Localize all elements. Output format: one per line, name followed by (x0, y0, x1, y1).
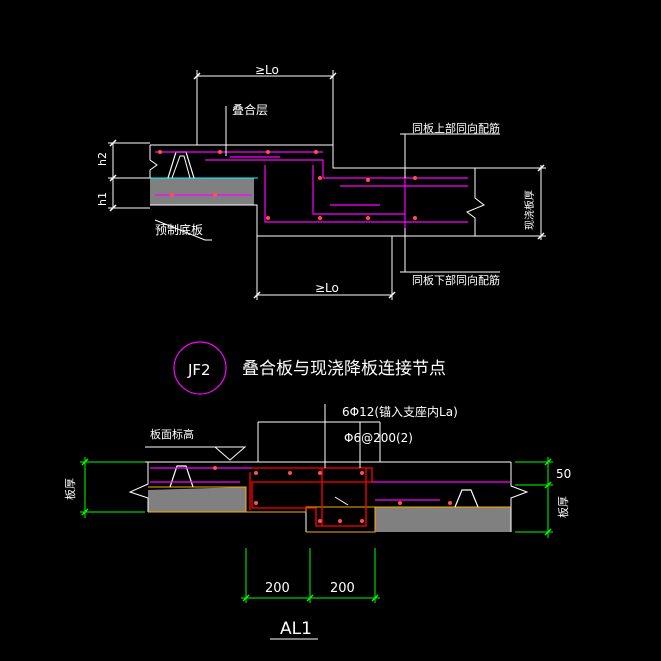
top-rebar-label: 同板上部同向配筋 (412, 121, 500, 135)
top-detail: ≥Lo ≥Lo 叠合层 h2 h1 预制底板 同板上部同向配筋 同板下部同向配筋… (96, 63, 546, 300)
dim-50-text: 50 (556, 467, 571, 481)
interface-line (148, 486, 511, 513)
top-rebar-dots (158, 150, 417, 220)
top-dimensions (108, 70, 546, 300)
break-mark-right (465, 168, 485, 236)
precast-slab-fill (150, 178, 254, 205)
detail-tag-circle (173, 341, 227, 395)
top-dim-ticks (109, 72, 545, 299)
detail-code: JF2 (187, 361, 211, 379)
h1-label: h1 (96, 192, 109, 206)
beam-stirrups (249, 467, 373, 527)
lattice-truss-left (169, 465, 194, 488)
precast-right-fill (375, 507, 511, 532)
dim-top-text: ≥Lo (255, 63, 279, 77)
slab-top-elevation-label: 板面标高 (150, 427, 194, 441)
lattice-truss-right (454, 489, 479, 508)
overlay-label: 叠合层 (232, 102, 268, 117)
dim-bottom-text: ≥Lo (315, 281, 339, 295)
interface-step (306, 507, 376, 533)
precast-base-label: 预制底板 (155, 222, 203, 237)
bottom-dim-ticks (81, 458, 552, 602)
bottom-dimensions (80, 457, 553, 603)
top-leaders (154, 106, 500, 273)
break-mark-bottom-left (128, 462, 149, 512)
detail-title: 叠合板与现浇降板连接节点 (242, 359, 446, 379)
bottom-detail: 板面标高 6Φ12(锚入支座内La) Φ6@200(2) 50 板厚 板厚 20… (63, 404, 571, 640)
break-mark-left (149, 145, 158, 178)
break-mark-bottom-right (510, 462, 529, 532)
detail-caption: JF2 叠合板与现浇降板连接节点 (173, 341, 446, 395)
dim-200-right-text: 200 (330, 581, 355, 596)
bottom-rebar-label: 同板下部同向配筋 (412, 273, 500, 287)
rebar-note-stirrup: Φ6@200(2) (344, 431, 413, 445)
cast-slab-label: 现浇板厚 (523, 190, 536, 230)
precast-left-fill (148, 487, 246, 512)
h2-label: h2 (96, 152, 109, 166)
bottom-rebar-dots (213, 466, 452, 523)
left-thickness-label: 板厚 (63, 478, 77, 500)
lattice-truss-inner (171, 155, 191, 179)
top-slab-bottom-outline (150, 204, 475, 237)
dim-200-left-text: 200 (265, 581, 290, 596)
bottom-rebars (150, 467, 510, 501)
top-slab-outline (150, 144, 475, 169)
bottom-leaders (145, 404, 361, 506)
right-thickness-label: 板厚 (556, 496, 570, 518)
rebar-note-main: 6Φ12(锚入支座内La) (342, 404, 458, 419)
beam-tag-text: AL1 (280, 619, 312, 639)
